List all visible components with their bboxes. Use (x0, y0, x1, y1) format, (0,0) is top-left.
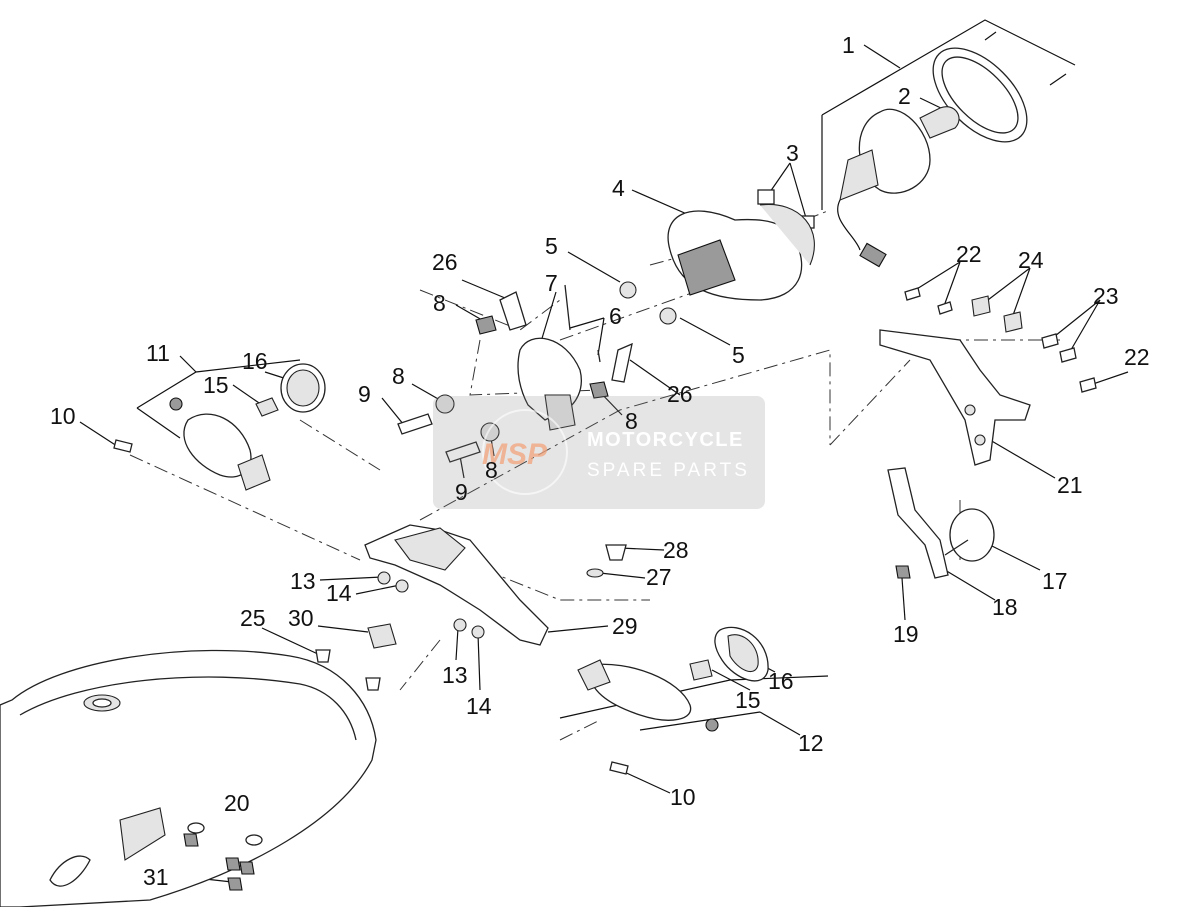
callout-23: 23 (1093, 283, 1119, 309)
part-mounting-bracket-29 (364, 524, 549, 646)
callout-3: 3 (786, 140, 799, 166)
part-tail-light-housing-4 (619, 203, 815, 325)
callout-8d: 8 (485, 457, 498, 483)
callout-20: 20 (224, 790, 250, 816)
callout-16a: 16 (242, 348, 268, 374)
callout-21: 21 (1057, 472, 1083, 498)
callout-6: 6 (609, 303, 622, 329)
callout-13b: 13 (442, 662, 468, 688)
callout-30: 30 (288, 605, 314, 631)
globe-icon (482, 409, 568, 495)
callout-26b: 26 (667, 381, 693, 407)
callout-19: 19 (893, 621, 919, 647)
callout-8c: 8 (625, 408, 638, 434)
callout-10b: 10 (670, 784, 696, 810)
callout-25: 25 (240, 605, 266, 631)
callout-16b: 16 (768, 668, 794, 694)
callout-14b: 14 (466, 693, 492, 719)
callout-7: 7 (545, 270, 558, 296)
callout-26a: 26 (432, 249, 458, 275)
watermark-title: MOTORCYCLE (587, 429, 744, 451)
watermark: MSP MOTORCYCLE SPARE PARTS (433, 396, 765, 509)
part-fasteners-20-31 (183, 822, 263, 891)
part-grommet-30-25 (315, 623, 397, 691)
callout-22b: 22 (1124, 344, 1150, 370)
part-bulb-2 (919, 106, 960, 139)
part-tail-light-lens-assembly (837, 31, 1067, 268)
part-turn-signal-left-11 (113, 363, 326, 491)
callout-17: 17 (1042, 568, 1068, 594)
callout-29: 29 (612, 613, 638, 639)
watermark-logo: MSP (482, 438, 548, 471)
callout-24: 24 (1018, 247, 1044, 273)
callout-9a: 9 (358, 381, 371, 407)
callout-14a: 14 (326, 580, 352, 606)
part-turn-signal-right-12 (577, 626, 769, 775)
callout-1: 1 (842, 32, 855, 58)
callout-28: 28 (663, 537, 689, 563)
callout-5b: 5 (732, 342, 745, 368)
callout-8b: 8 (392, 363, 405, 389)
part-bolts-26 (499, 291, 633, 383)
callout-12: 12 (798, 730, 824, 756)
callout-4: 4 (612, 175, 625, 201)
callout-8a: 8 (433, 290, 446, 316)
callout-9b: 9 (455, 479, 468, 505)
part-license-plate-bracket-21 (879, 287, 1097, 466)
callout-18: 18 (992, 594, 1018, 620)
callout-22a: 22 (956, 241, 982, 267)
watermark-subtitle: SPARE PARTS (587, 460, 750, 481)
callout-11: 11 (146, 340, 170, 366)
watermark-box (433, 396, 765, 509)
part-screws-27-28 (586, 544, 627, 578)
callout-5a: 5 (545, 233, 558, 259)
part-reflector-bracket-17-18-19 (887, 467, 995, 579)
callout-31: 31 (143, 864, 169, 890)
callout-2: 2 (898, 83, 911, 109)
callout-10a: 10 (50, 403, 76, 429)
callout-15a: 15 (203, 372, 229, 398)
part-rear-fender (0, 649, 377, 907)
callout-15b: 15 (735, 687, 761, 713)
callout-27: 27 (646, 564, 672, 590)
part-number-callouts: 1 2 3 4 5 5 6 7 8 8 8 8 9 9 10 10 11 12 … (50, 32, 1150, 890)
callout-13a: 13 (290, 568, 316, 594)
